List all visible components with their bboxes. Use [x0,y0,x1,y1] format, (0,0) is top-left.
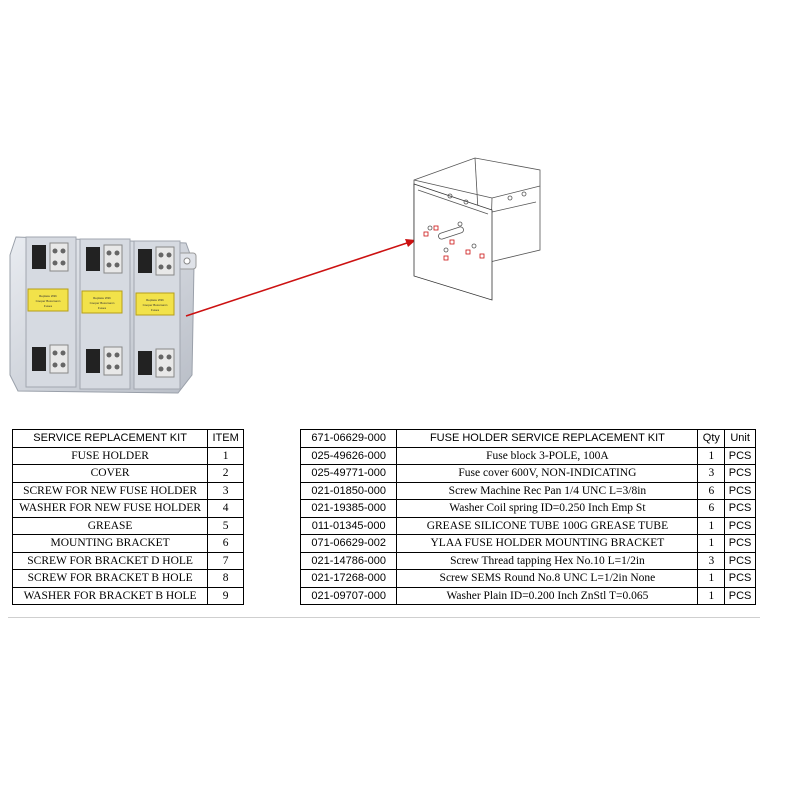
part-unit: PCS [724,481,756,500]
part-number: 021-01850-000 [299,481,398,500]
part-number: 021-19385-000 [299,499,398,518]
part-qty: 3 [697,551,726,570]
part-number: 025-49771-000 [299,464,398,483]
part-qty: 1 [697,586,726,605]
kit-item-number: 6 [207,534,244,553]
label-line: Fuses [98,306,107,310]
part-unit: PCS [724,499,756,518]
kit-item-number: 5 [207,516,244,535]
kit-item-number: 7 [207,551,244,570]
label-line: Replace With [39,294,57,298]
part-qty: 6 [697,499,726,518]
parts-list-table: 671-06629-000 FUSE HOLDER SERVICE REPLAC… [299,429,756,605]
part-qty: 6 [697,481,726,500]
kit-item-number: 9 [207,586,244,605]
label-line: Replace With [93,296,111,300]
part-number: 011-01345-000 [299,516,398,535]
part-unit: PCS [724,534,756,553]
part-qty: 1 [697,534,726,553]
part-unit: PCS [724,516,756,535]
label-line: Fuses [151,308,160,312]
label-line: Cooper Bussmann [36,299,61,303]
kit-item-number: 4 [207,499,244,518]
part-unit: PCS [724,569,756,588]
part-number: 021-09707-000 [299,586,398,605]
kit-item-name: GREASE [11,516,209,535]
kit-item-name: SCREW FOR NEW FUSE HOLDER [11,481,209,500]
column-header: Qty [697,429,726,448]
kit-part-number-header: 671-06629-000 [299,429,398,448]
label-line: Fuses [44,304,53,308]
part-qty: 1 [697,516,726,535]
part-description: YLAA FUSE HOLDER MOUNTING BRACKET [396,534,699,553]
service-kit-table: SERVICE REPLACEMENT KIT ITEM FUSE HOLDER… [11,429,244,605]
part-unit: PCS [724,464,756,483]
kit-item-number: 2 [207,464,244,483]
pole-3 [133,240,181,390]
part-unit: PCS [724,551,756,570]
kit-item-number: 1 [207,446,244,465]
table-header-row: 671-06629-000 FUSE HOLDER SERVICE REPLAC… [299,429,756,448]
part-number: 021-17268-000 [299,569,398,588]
part-description: Washer Plain ID=0.200 Inch ZnStl T=0.065 [396,586,699,605]
table-header-row: SERVICE REPLACEMENT KIT ITEM [11,429,244,448]
part-description: Screw Thread tapping Hex No.10 L=1/2in [396,551,699,570]
divider [8,617,760,618]
fuse-holder-photo: Replace With Cooper Bussmann Fuses Repla… [9,236,197,394]
label-line: Cooper Bussmann [143,303,168,307]
kit-item-name: SCREW FOR BRACKET D HOLE [11,551,209,570]
part-description: Screw Machine Rec Pan 1/4 UNC L=3/8in [396,481,699,500]
label-line: Cooper Bussmann [90,301,115,305]
kit-item-name: WASHER FOR BRACKET B HOLE [11,586,209,605]
part-unit: PCS [724,586,756,605]
kit-item-name: WASHER FOR NEW FUSE HOLDER [11,499,209,518]
kit-item-number: 3 [207,481,244,500]
kit-item-number: 8 [207,569,244,588]
pole-1 [25,236,77,388]
part-description: GREASE SILICONE TUBE 100G GREASE TUBE [396,516,699,535]
part-unit: PCS [724,446,756,465]
part-description: Washer Coil spring ID=0.250 Inch Emp St [396,499,699,518]
part-description: Fuse cover 600V, NON-INDICATING [396,464,699,483]
column-header: Unit [724,429,756,448]
column-header: SERVICE REPLACEMENT KIT [11,429,209,448]
part-qty: 1 [697,446,726,465]
column-header: FUSE HOLDER SERVICE REPLACEMENT KIT [396,429,699,448]
part-qty: 3 [697,464,726,483]
kit-item-name: SCREW FOR BRACKET B HOLE [11,569,209,588]
part-number: 071-06629-002 [299,534,398,553]
part-number: 021-14786-000 [299,551,398,570]
kit-item-name: FUSE HOLDER [11,446,209,465]
assembly-drawing [413,157,541,301]
column-header: ITEM [207,429,244,448]
part-qty: 1 [697,569,726,588]
kit-item-name: COVER [11,464,209,483]
part-description: Fuse block 3-POLE, 100A [396,446,699,465]
pole-2 [79,238,131,390]
part-description: Screw SEMS Round No.8 UNC L=1/2in None [396,569,699,588]
part-number: 025-49626-000 [299,446,398,465]
kit-item-name: MOUNTING BRACKET [11,534,209,553]
label-line: Replace With [146,298,164,302]
